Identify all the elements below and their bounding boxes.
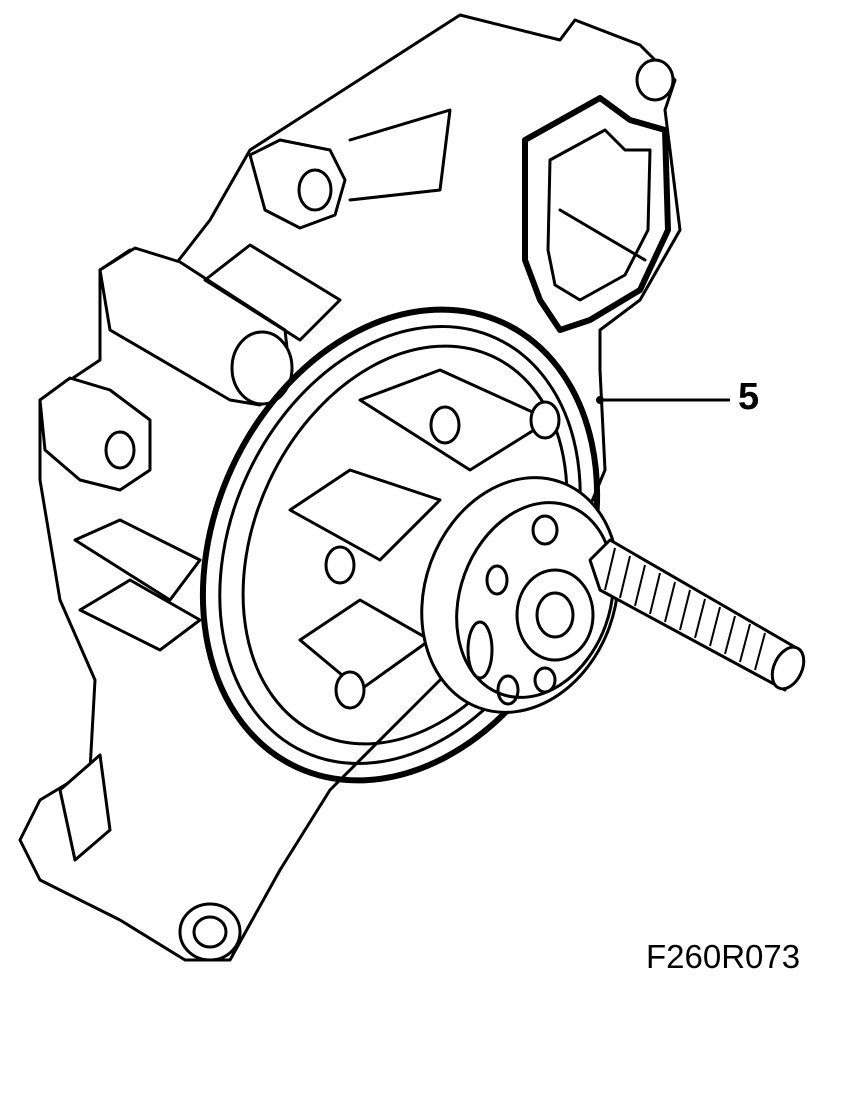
left-upper-boss-hole xyxy=(230,330,294,406)
callout-number: 5 xyxy=(738,376,760,418)
top-mount-hole xyxy=(297,168,333,212)
upper-port-inner xyxy=(546,128,652,302)
bottom-mount-hole xyxy=(178,902,242,962)
left-lower-boss-hole xyxy=(104,430,136,470)
impeller xyxy=(288,368,561,710)
figure-code: F260R073 xyxy=(646,938,801,975)
top-mount-boss xyxy=(248,138,347,230)
bottom-foot xyxy=(58,753,112,862)
pulley-hub xyxy=(420,476,620,714)
upper-right-ear-hole xyxy=(635,58,675,102)
threaded-stud xyxy=(588,538,806,692)
upper-gasket-loop xyxy=(522,95,671,333)
left-lower-boss xyxy=(38,376,152,492)
callout-dot xyxy=(596,396,604,404)
